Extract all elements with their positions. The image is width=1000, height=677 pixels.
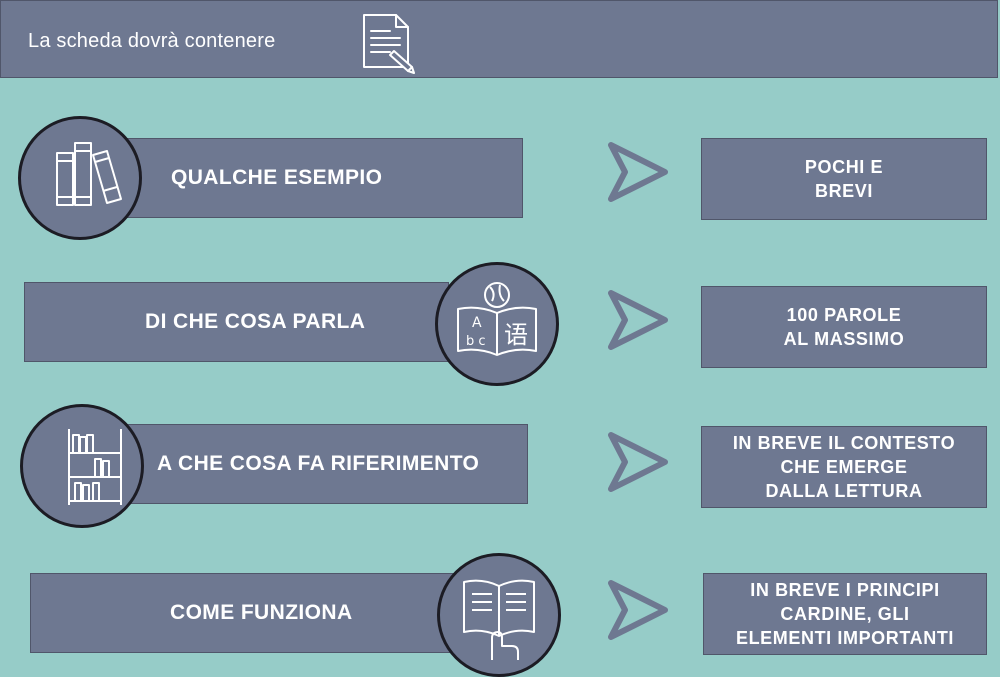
row-label: DI CHE COSA PARLA [145, 310, 366, 333]
svg-text:A: A [472, 315, 482, 331]
arrow-right-icon [608, 580, 668, 640]
arrow-right-icon [608, 290, 668, 350]
row-detail: IN BREVE IL CONTESTO CHE EMERGE DALLA LE… [732, 433, 956, 501]
row-label-bar: COME FUNZIONA [30, 573, 455, 653]
row-detail-box: 100 PAROLE AL MASSIMO [701, 286, 987, 368]
hand-reading-book-icon [463, 579, 535, 660]
row-icon-circle [20, 404, 144, 528]
books-icon [56, 142, 122, 206]
row-icon-circle [437, 553, 561, 677]
svg-text:语: 语 [504, 321, 528, 349]
row-label-bar: A CHE COSA FA RIFERIMENTO [118, 424, 528, 504]
row-label: QUALCHE ESEMPIO [171, 166, 383, 189]
row-label-bar: QUALCHE ESEMPIO [118, 138, 523, 218]
page-title: La scheda dovrà contenere [28, 30, 276, 52]
row-detail: 100 PAROLE AL MASSIMO [783, 305, 905, 349]
row-icon-circle [18, 116, 142, 240]
row-detail: POCHI E BREVI [804, 157, 884, 201]
row-label: COME FUNZIONA [170, 601, 353, 624]
row-detail: IN BREVE I PRINCIPI CARDINE, GLI ELEMENT… [735, 580, 955, 648]
arrow-right-icon [608, 432, 668, 492]
document-pencil-icon [363, 14, 415, 74]
row-label-bar: DI CHE COSA PARLA [24, 282, 449, 362]
row-label: A CHE COSA FA RIFERIMENTO [157, 452, 480, 475]
row-icon-circle: A b c 语 [435, 262, 559, 386]
row-detail-box: IN BREVE I PRINCIPI CARDINE, GLI ELEMENT… [703, 573, 987, 655]
globe-book-icon: A b c 语 [457, 282, 537, 356]
arrow-right-icon [608, 142, 668, 202]
header-bar: La scheda dovrà contenere [0, 0, 998, 78]
svg-text:b c: b c [466, 334, 486, 349]
bookshelf-icon [68, 429, 122, 505]
row-detail-box: IN BREVE IL CONTESTO CHE EMERGE DALLA LE… [701, 426, 987, 508]
row-detail-box: POCHI E BREVI [701, 138, 987, 220]
